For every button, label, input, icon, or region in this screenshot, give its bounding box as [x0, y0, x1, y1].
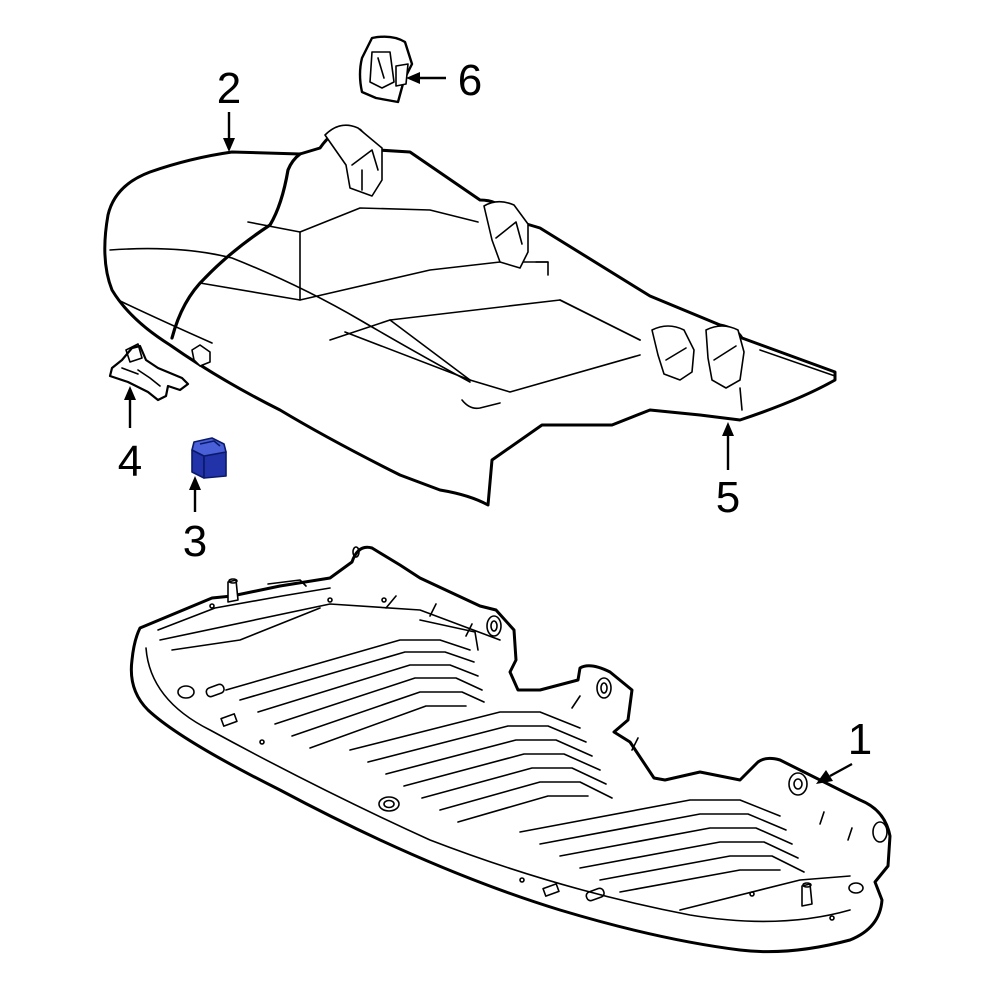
- callout-5: 5: [716, 473, 740, 522]
- leader-5: [722, 422, 734, 470]
- leader-6: [406, 72, 446, 84]
- seat-cushion: [103, 124, 837, 507]
- callout-4: 4: [118, 437, 142, 486]
- clip-part: [108, 343, 190, 402]
- callout-3: 3: [183, 517, 207, 566]
- seat-frame-pan: [129, 545, 892, 954]
- leader-2: [223, 112, 235, 152]
- leader-4: [124, 386, 136, 428]
- trim-bezel-part: [358, 35, 414, 104]
- callout-1: 1: [848, 715, 872, 764]
- retainer-part-highlighted: [191, 437, 227, 479]
- callout-2: 2: [217, 64, 241, 113]
- leader-3: [189, 476, 201, 512]
- leader-1: [816, 762, 853, 784]
- callout-6: 6: [458, 56, 482, 105]
